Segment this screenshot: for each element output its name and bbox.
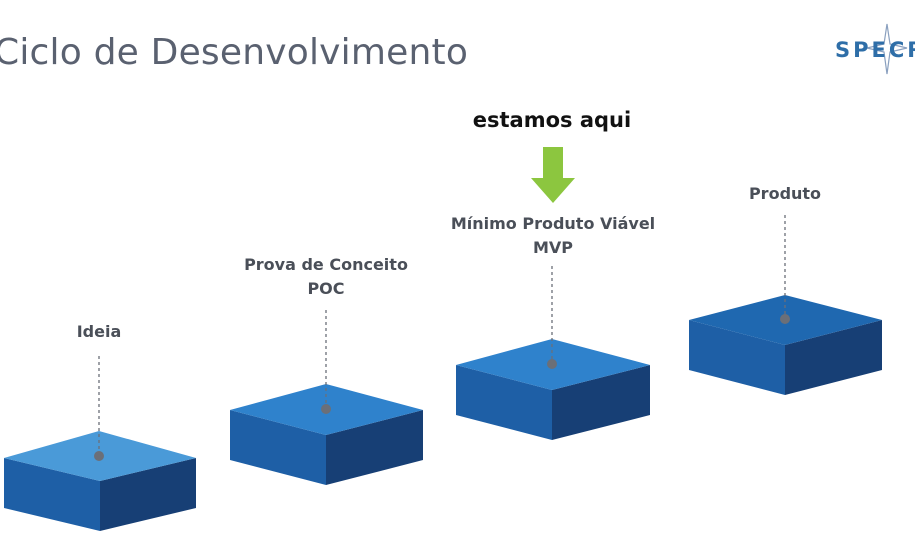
stage-label-line1: Produto xyxy=(748,184,822,203)
stage-block-poc xyxy=(230,310,423,485)
stage-label-line2: POC xyxy=(307,279,345,298)
stage-label-poc: Prova de Conceito POC xyxy=(186,253,466,301)
stage-label-line1: Mínimo Produto Viável xyxy=(450,214,656,233)
company-logo: SPECR xyxy=(835,22,915,82)
stage-label-ideia: Ideia xyxy=(0,320,239,344)
star-compass-icon xyxy=(866,23,908,75)
stage-label-line1: Prova de Conceito xyxy=(244,255,408,274)
current-stage-callout: estamos aqui xyxy=(472,108,632,132)
page-title: Ciclo de Desenvolvimento xyxy=(0,32,469,73)
stage-label-mvp: Mínimo Produto Viável MVP xyxy=(413,212,693,260)
stage-block-mvp xyxy=(456,266,650,440)
stage-label-line1: Ideia xyxy=(76,322,122,341)
stage-label-produto: Produto xyxy=(645,182,915,206)
stage-block-ideia xyxy=(4,356,196,531)
down-arrow-icon xyxy=(531,147,575,203)
stage-block-produto xyxy=(689,215,882,395)
logo-text: SPECR xyxy=(835,38,915,62)
stage-label-line2: MVP xyxy=(532,238,574,257)
